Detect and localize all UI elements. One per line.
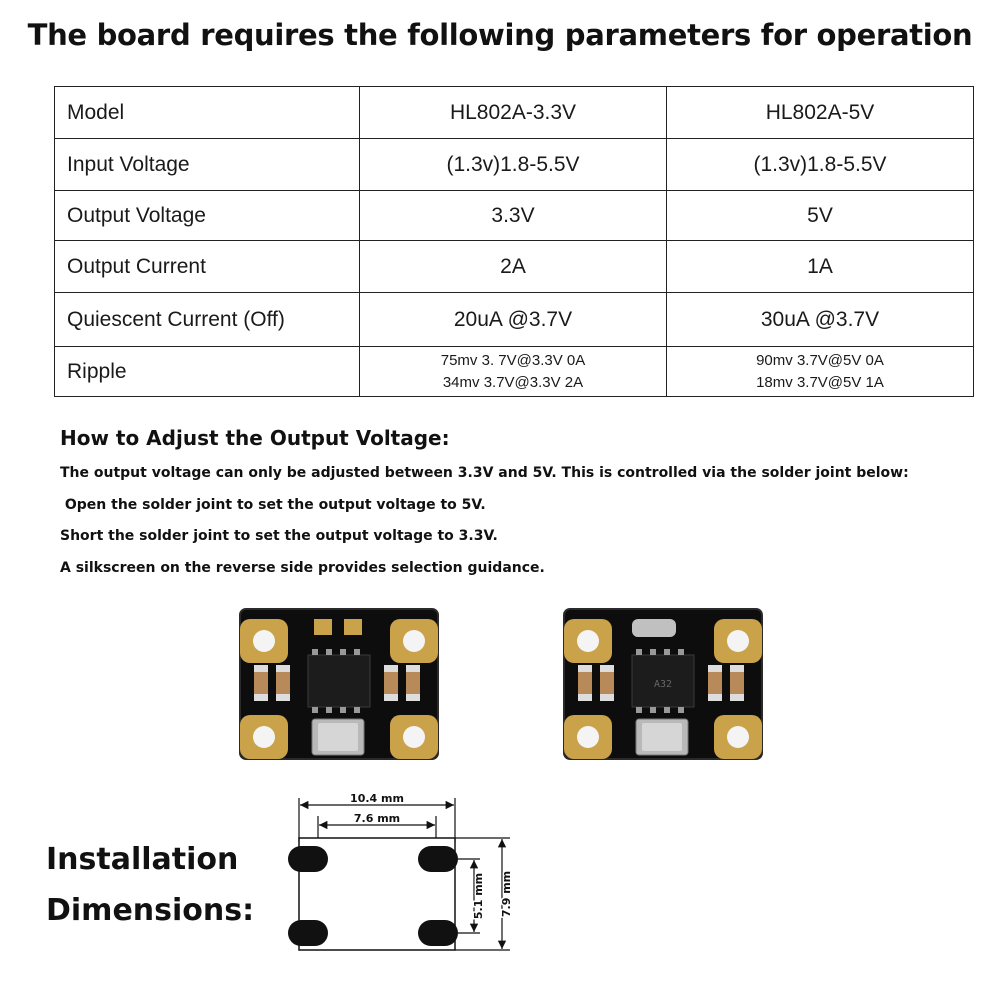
row-label: Output Current [54, 240, 360, 293]
mounting-pad [714, 715, 762, 759]
board-photo-open-joint [239, 608, 439, 760]
value-5v: 30uA @3.7V [666, 292, 974, 347]
value-5v: 5V [666, 190, 974, 241]
pad-top-right [418, 846, 458, 872]
ripple-5v-line2: 18mv 3.7V@5V 1A [756, 373, 884, 391]
row-label: Model [54, 86, 360, 139]
adjust-heading: How to Adjust the Output Voltage: [60, 426, 450, 450]
table-row: Model HL802A-3.3V HL802A-5V [54, 86, 974, 139]
value-5v: HL802A-5V [666, 86, 974, 139]
value-3v3: 3.3V [359, 190, 667, 241]
mounting-pad [390, 715, 438, 759]
adjust-line-4: A silkscreen on the reverse side provide… [60, 560, 545, 576]
height-outer-label: 7.9 mm [500, 871, 513, 917]
dimension-drawing: 10.4 mm 7.6 mm 5.1 mm 7.9 mm [288, 791, 515, 951]
value-5v: (1.3v)1.8-5.5V [666, 138, 974, 191]
mounting-pad [564, 715, 612, 759]
adjust-line-1: The output voltage can only be adjusted … [60, 465, 909, 481]
solder-joint-shorted [632, 619, 676, 637]
capacitor [384, 665, 398, 701]
capacitor [708, 665, 722, 701]
capacitor [600, 665, 614, 701]
installation-label-line1: Installation [46, 842, 239, 877]
mounting-pad [564, 619, 612, 663]
capacitor [406, 665, 420, 701]
row-label: Ripple [54, 346, 360, 397]
pad-top-left [288, 846, 328, 872]
ripple-5v: 90mv 3.7V@5V 0A 18mv 3.7V@5V 1A [666, 346, 974, 397]
page-title: The board requires the following paramet… [27, 18, 973, 52]
installation-label-line2: Dimensions: [46, 893, 255, 928]
ripple-3v3-line2: 34mv 3.7V@3.3V 2A [442, 373, 584, 391]
spec-table: Model HL802A-3.3V HL802A-5V Input Voltag… [54, 86, 974, 397]
row-label: Input Voltage [54, 138, 360, 191]
board-photo-shorted-joint: A32 [563, 608, 763, 760]
row-label: Output Voltage [54, 190, 360, 241]
ic-chip [631, 654, 695, 708]
value-5v: 1A [666, 240, 974, 293]
value-3v3: HL802A-3.3V [359, 86, 667, 139]
capacitor [730, 665, 744, 701]
chip-marking: A32 [654, 679, 672, 690]
ic-chip [307, 654, 371, 708]
value-3v3: 20uA @3.7V [359, 292, 667, 347]
value-3v3: (1.3v)1.8-5.5V [359, 138, 667, 191]
width-inner-label: 7.6 mm [354, 812, 400, 825]
solder-joint-pad [314, 619, 332, 635]
mounting-pad [390, 619, 438, 663]
ripple-3v3: 75mv 3. 7V@3.3V 0A 34mv 3.7V@3.3V 2A [359, 346, 667, 397]
ripple-3v3-line1: 75mv 3. 7V@3.3V 0A [440, 351, 586, 369]
height-inner-label: 5.1 mm [472, 873, 485, 919]
adjust-line-3: Short the solder joint to set the output… [60, 528, 498, 544]
mounting-pad [240, 619, 288, 663]
table-row: Ripple 75mv 3. 7V@3.3V 0A 34mv 3.7V@3.3V… [54, 346, 974, 397]
width-outer-label: 10.4 mm [350, 792, 404, 805]
capacitor [276, 665, 290, 701]
adjust-line-2: Open the solder joint to set the output … [60, 497, 486, 513]
solder-joint-pad [344, 619, 362, 635]
table-row: Output Current 2A 1A [54, 240, 974, 293]
ripple-5v-line1: 90mv 3.7V@5V 0A [756, 351, 884, 369]
pad-bottom-right [418, 920, 458, 946]
mounting-pad [240, 715, 288, 759]
capacitor [254, 665, 268, 701]
row-label: Quiescent Current (Off) [54, 292, 360, 347]
table-row: Quiescent Current (Off) 20uA @3.7V 30uA … [54, 292, 974, 347]
table-row: Output Voltage 3.3V 5V [54, 190, 974, 241]
pad-bottom-left [288, 920, 328, 946]
capacitor [578, 665, 592, 701]
table-row: Input Voltage (1.3v)1.8-5.5V (1.3v)1.8-5… [54, 138, 974, 191]
value-3v3: 2A [359, 240, 667, 293]
mounting-pad [714, 619, 762, 663]
